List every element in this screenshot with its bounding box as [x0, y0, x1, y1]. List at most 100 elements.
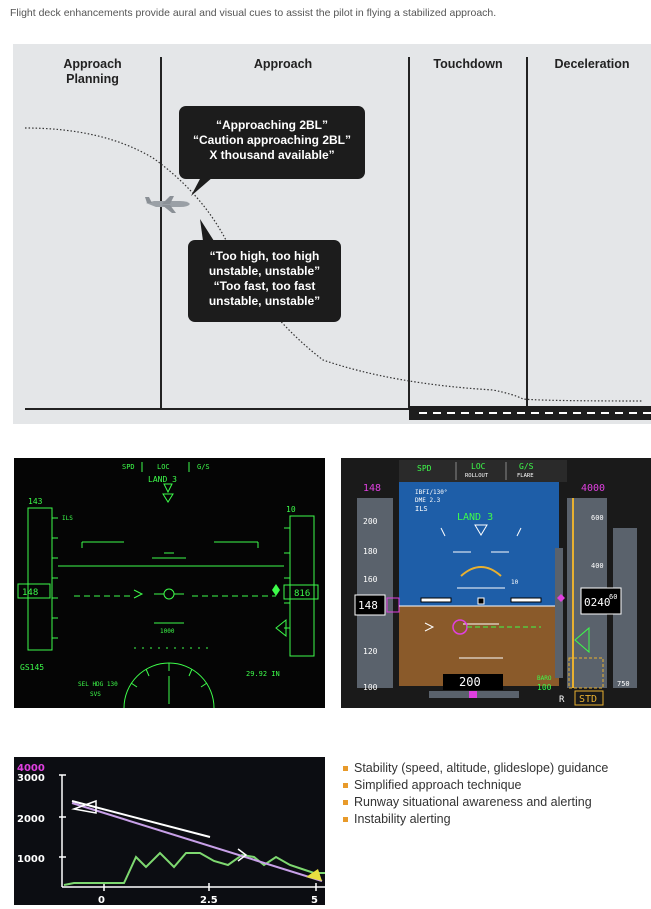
benefit-item: Stability (speed, altitude, glideslope) … [343, 760, 608, 777]
pfd-pitch-ten: 10 [511, 579, 519, 586]
pfd-speed-tick: 200 [363, 517, 378, 526]
benefit-item: Runway situational awareness and alertin… [343, 794, 608, 811]
pfd-alt-tick: 400 [591, 562, 604, 570]
approach-path-graphic [24, 127, 644, 402]
ground-line [25, 408, 651, 410]
vertical-situation-display: 4000 3000 2000 1000 0 2.5 5 [14, 757, 325, 905]
benefit-item: Instability alerting [343, 811, 608, 828]
runway-dash [601, 412, 609, 414]
pfd-ils: ILS [415, 505, 428, 513]
vsd-aircraft-icon [71, 799, 97, 814]
runway-dash [643, 412, 651, 414]
vsd-graphic: 4000 3000 2000 1000 0 2.5 5 [17, 763, 325, 905]
hud-speed-box: 148 [22, 588, 38, 598]
pfd-land-mode: LAND 3 [457, 512, 493, 523]
benefit-text: Stability (speed, altitude, glideslope) … [354, 761, 609, 775]
runway-dash [447, 412, 455, 414]
pfd-r-label: R [559, 695, 565, 705]
runway-dash [531, 412, 539, 414]
bubble-text-line: unstable, unstable” [208, 294, 321, 308]
vsd-glidepath [71, 802, 323, 882]
benefit-text: Simplified approach technique [354, 778, 522, 792]
benefit-item: Simplified approach technique [343, 777, 608, 794]
pfd-speed-tick: 120 [363, 647, 378, 656]
head-up-display: SPD LOC G/S LAND 3 ILS 143 148 GS145 10 … [14, 458, 325, 708]
pfd-mode-flare: FLARE [517, 473, 534, 479]
pfd-alt-current: 0240 [584, 596, 611, 609]
bubble-text-line: “Approaching 2BL” [215, 118, 328, 132]
bubble-text-line: “Too fast, too fast [213, 279, 316, 293]
bullet-icon [343, 783, 348, 788]
pfd-sel-alt: 4000 [581, 483, 605, 494]
pfd-alt-current-hi: 60 [609, 593, 617, 601]
vsd-alt-tick: 3000 [17, 773, 45, 784]
runway-dash [615, 412, 623, 414]
runway-dash [573, 412, 581, 414]
hud-mode-spd: SPD [122, 463, 135, 471]
pfd-graphic: SPD LOC G/S ROLLOUT FLARE 148 4000 IBFI/… [341, 458, 651, 708]
hud-ils: ILS [62, 515, 73, 522]
bullet-icon [343, 766, 348, 771]
caption: Flight deck enhancements provide aural a… [10, 7, 497, 19]
runway-dash [503, 412, 511, 414]
runway-dash [433, 412, 441, 414]
hud-land-mode: LAND 3 [148, 475, 177, 484]
hud-mode-gs: G/S [197, 463, 210, 471]
pfd-std: STD [579, 694, 597, 705]
benefit-text: Runway situational awareness and alertin… [354, 795, 592, 809]
alert-bubble-approaching-2bl: “Approaching 2BL” “Caution approaching 2… [179, 106, 365, 179]
hud-graphic: SPD LOC G/S LAND 3 ILS 143 148 GS145 10 … [17, 462, 319, 708]
pfd-speed-tick: 160 [363, 575, 378, 584]
pfd-sel-speed: 148 [363, 483, 381, 494]
bubble-text-line: X thousand available” [209, 148, 335, 162]
pfd-alt-tick: 750 [617, 680, 630, 688]
phase-label-touchdown: Touchdown [433, 57, 503, 71]
hud-speed-bottom: GS145 [20, 663, 44, 672]
phase-label-deceleration: Deceleration [554, 57, 630, 71]
pfd-dme: DME 2.3 [415, 497, 441, 504]
pfd-radio-alt: 200 [459, 675, 481, 689]
pfd-mode-rollout: ROLLOUT [465, 473, 489, 479]
runway-dash [419, 412, 427, 414]
primary-flight-display: SPD LOC G/S ROLLOUT FLARE 148 4000 IBFI/… [341, 458, 651, 708]
pfd-speed-tick: 100 [363, 683, 378, 692]
bubble-text-line: “Caution approaching 2BL” [192, 133, 351, 147]
hud-alt-top: 10 [286, 505, 296, 514]
phase-label-approach-planning: Approach Planning [63, 57, 122, 86]
vsd-dist-tick: 5 [311, 895, 318, 905]
benefit-text: Instability alerting [354, 812, 451, 826]
pfd-ils-info: IBFI/130° [415, 489, 448, 496]
phase-divider [408, 57, 410, 409]
airplane-icon [145, 196, 190, 213]
runway [409, 406, 651, 420]
bubble-tail [200, 219, 214, 241]
vsd-terrain [63, 851, 325, 886]
vsd-dist-tick: 2.5 [200, 895, 218, 905]
hud-baro: 29.92 IN [246, 670, 280, 678]
vsd-chevron [237, 848, 248, 862]
phase-divider [160, 57, 162, 409]
pfd-mode-spd: SPD [417, 464, 432, 473]
bubble-text-line: unstable, unstable” [208, 264, 321, 278]
runway-dash [489, 412, 497, 414]
vsd-alt-tick: 1000 [17, 854, 45, 865]
phase-label-approach: Approach [253, 57, 313, 71]
runway-dash [629, 412, 637, 414]
vsd-alt-tick-top: 4000 [17, 763, 45, 774]
approach-path-dotted-line [24, 127, 644, 402]
approach-phase-diagram: Approach Planning Approach Touchdown Dec… [13, 44, 651, 424]
benefit-list: Stability (speed, altitude, glideslope) … [343, 760, 608, 828]
pfd-speed-tick: 180 [363, 547, 378, 556]
bullet-icon [343, 817, 348, 822]
phase-divider [526, 57, 528, 409]
hud-sel-hdg: SEL HDG 130 [78, 681, 118, 688]
pfd-mode-gs: G/S [519, 462, 534, 471]
vsd-alt-tick: 2000 [17, 814, 45, 825]
pfd-alt-tick: 600 [591, 514, 604, 522]
bubble-text-line: “Too high, too high [209, 249, 320, 263]
vsd-dist-tick: 0 [98, 895, 105, 905]
pfd-baro-label: BARO [537, 675, 552, 682]
runway-dash [559, 412, 567, 414]
hud-altitude-small: 1000 [160, 628, 175, 635]
bullet-icon [343, 800, 348, 805]
